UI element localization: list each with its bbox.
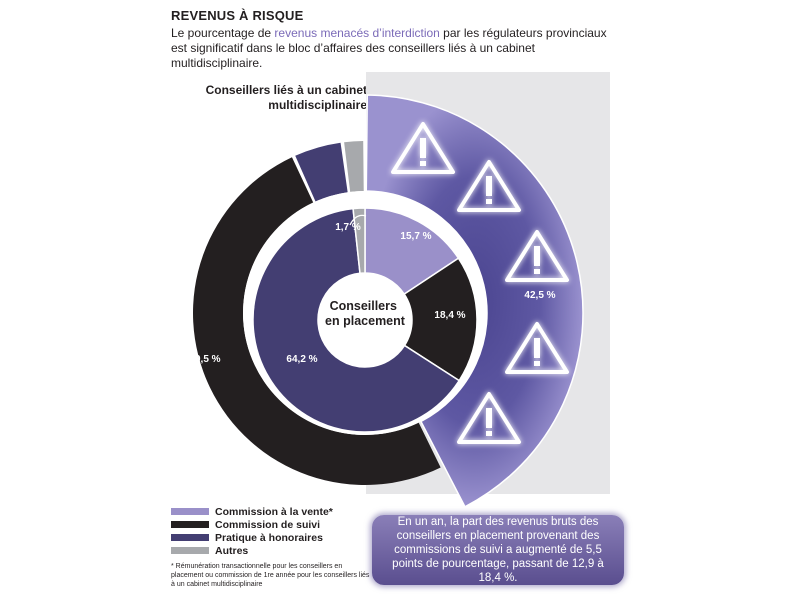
outer-slice-label-3: 4,7 %	[303, 137, 329, 148]
warning-icon	[457, 392, 521, 444]
center-hole	[318, 273, 412, 367]
warning-bar	[534, 246, 540, 266]
inner-slice-label-3: 64,2 %	[286, 354, 317, 365]
warning-dot	[486, 199, 492, 204]
outer-slice-label-2: 50,5 %	[189, 354, 220, 365]
warning-icon	[505, 230, 569, 282]
warning-bar	[534, 338, 540, 358]
legend: Commission à la vente* Commission de sui…	[171, 505, 333, 557]
footnote: * Rémunération transactionnelle pour les…	[171, 563, 370, 588]
outer-slice-label-1: 42,5 %	[524, 290, 555, 301]
legend-item: Autres	[171, 544, 333, 557]
outer-slice-3	[295, 142, 348, 202]
outer-slice-2	[193, 157, 441, 485]
warning-triangle	[457, 160, 521, 212]
center-label: Conseillers en placement	[325, 299, 406, 328]
slice-labels: 42,5 % 50,5 % 4,7 % 2,1 % 15,7 % 18,4 % 64,2 %…	[189, 126, 555, 365]
warning-triangle	[505, 230, 569, 282]
callout-text: En un an, la part des revenus bruts des …	[392, 516, 604, 584]
callout-box: En un an, la part des revenus bruts des …	[372, 515, 624, 585]
subtitle-highlight: revenus menacés d’interdiction	[274, 26, 440, 40]
legend-label: Pratique à honoraires	[215, 531, 323, 544]
inner-slice-label-2: 18,4 %	[434, 310, 465, 321]
warning-icons	[391, 122, 569, 444]
small-slice-arrow	[349, 214, 367, 226]
inner-slice-label-1: 15,7 %	[400, 231, 431, 242]
legend-item: Commission à la vente*	[171, 505, 333, 518]
warning-bar	[486, 408, 492, 428]
legend-swatch	[171, 508, 209, 515]
subtitle-text-start: Le pourcentage de	[171, 26, 275, 40]
outer-ring-title: Conseillers liés à un cabinet multidisci…	[205, 83, 367, 112]
chart-title: REVENUS À RISQUE	[171, 8, 304, 23]
inner-slice-label-4: 1,7 %	[335, 222, 361, 233]
legend-label: Commission de suivi	[215, 518, 321, 531]
chart-subtitle: Le pourcentage de revenus menacés d’inte…	[171, 26, 611, 71]
legend-swatch	[171, 534, 209, 541]
warning-dot	[534, 361, 540, 366]
warning-bar	[420, 138, 426, 158]
legend-item: Pratique à honoraires	[171, 531, 333, 544]
warning-bar	[486, 176, 492, 196]
outer-slice-label-4: 2,1 %	[337, 126, 363, 137]
outer-slice-4	[344, 141, 364, 192]
warning-triangle	[391, 122, 455, 174]
warning-icon	[391, 122, 455, 174]
legend-swatch	[171, 547, 209, 554]
warning-triangle	[457, 392, 521, 444]
center-label-line-2: en placement	[325, 314, 406, 328]
warning-dot	[534, 269, 540, 274]
legend-label: Autres	[215, 544, 249, 557]
subtitle-text-end: par les régulateurs provinciaux est sign…	[171, 26, 607, 70]
center-label-line-1: Conseillers	[330, 299, 397, 313]
warning-icon	[505, 322, 569, 374]
legend-swatch	[171, 521, 209, 528]
warning-icon	[457, 160, 521, 212]
warning-dot	[486, 431, 492, 436]
warning-dot	[420, 161, 426, 166]
warning-triangle	[505, 322, 569, 374]
legend-label: Commission à la vente*	[215, 505, 333, 518]
legend-item: Commission de suivi	[171, 518, 333, 531]
